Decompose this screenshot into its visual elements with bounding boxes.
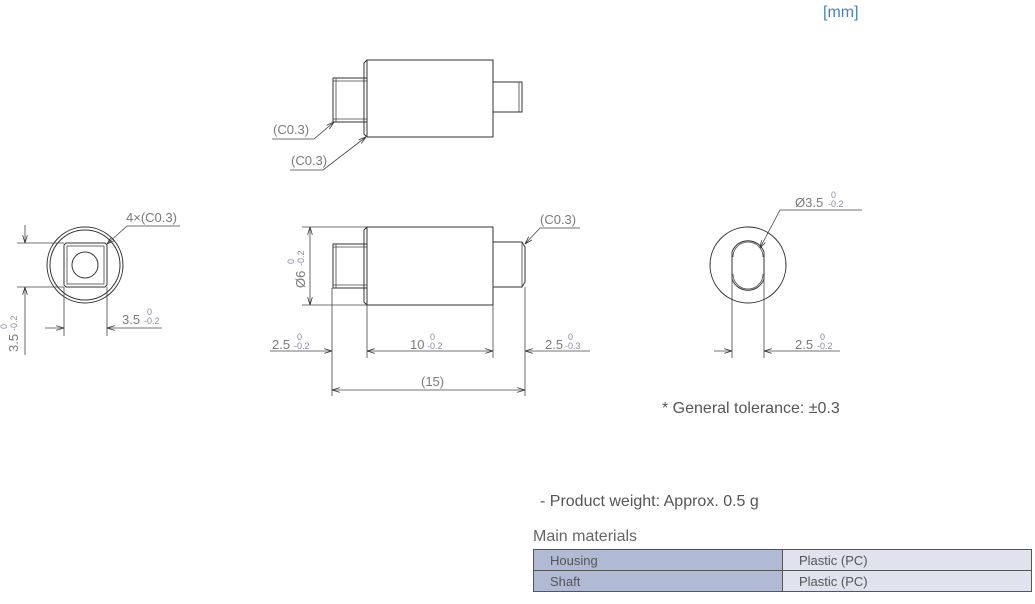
material-cell: Plastic (PC) — [782, 549, 1032, 571]
height-dimension: 3.5 — [6, 334, 21, 352]
part-cell: Housing — [533, 549, 783, 571]
left-shaft-tol-lower: -0.2 — [294, 341, 310, 351]
body-dimension: 10 — [410, 337, 424, 352]
body-tol-upper: 0 — [430, 332, 435, 342]
unit-label: [mm] — [823, 4, 859, 21]
shaft-diameter-dimension: Ø3.5 — [795, 195, 823, 210]
shaft-diameter-tol-upper: 0 — [831, 190, 836, 200]
materials-table: Housing Plastic (PC) Shaft Plastic (PC) — [533, 549, 1032, 592]
flat-tol-upper: 0 — [820, 332, 825, 342]
material-cell: Plastic (PC) — [782, 570, 1032, 592]
body-tol-lower: -0.2 — [427, 341, 443, 351]
side-view: Ø6 0 -0.2 (C0.3) 2.5 0 -0.2 10 0 -0.2 2.… — [270, 212, 590, 396]
chamfer-label: (C0.3) — [540, 212, 576, 227]
general-tolerance-note: * General tolerance: ±0.3 — [662, 400, 840, 417]
part-cell: Shaft — [533, 570, 783, 592]
width-dimension: 3.5 — [122, 312, 140, 327]
left-shaft-dimension: 2.5 — [272, 337, 290, 352]
diameter-tol-upper: 0 — [286, 259, 296, 264]
end-view: Ø3.5 0 -0.2 2.5 0 -0.2 — [709, 190, 862, 358]
width-tol-lower: -0.2 — [144, 316, 160, 326]
right-shaft-tol-lower: -0.3 — [565, 341, 581, 351]
materials-title: Main materials — [533, 528, 638, 545]
height-tol-upper: 0 — [0, 324, 9, 329]
diameter-dimension: Ø6 — [293, 271, 308, 288]
shaft-diameter-tol-lower: -0.2 — [828, 199, 844, 209]
flat-tol-lower: -0.2 — [817, 341, 833, 351]
right-shaft-tol-upper: 0 — [568, 332, 573, 342]
chamfer-label: 4×(C0.3) — [126, 210, 177, 225]
width-tol-upper: 0 — [147, 307, 152, 317]
top-view: (C0.3) (C0.3) — [272, 59, 523, 171]
chamfer-label: (C0.3) — [291, 153, 327, 168]
table-row: Housing Plastic (PC) — [533, 549, 1032, 571]
total-length-dimension: (15) — [421, 374, 444, 389]
diameter-tol-lower: -0.2 — [296, 250, 306, 266]
table-row: Shaft Plastic (PC) — [533, 570, 1032, 592]
right-shaft-dimension: 2.5 — [545, 337, 563, 352]
height-tol-lower: -0.2 — [9, 315, 19, 331]
flat-dimension: 2.5 — [795, 337, 813, 352]
product-weight-note: - Product weight: Approx. 0.5 g — [540, 493, 759, 510]
front-view: 4×(C0.3) 3.5 0 -0.2 3.5 0 -0.2 — [0, 210, 180, 355]
left-shaft-tol-upper: 0 — [297, 332, 302, 342]
chamfer-label: (C0.3) — [273, 122, 309, 137]
